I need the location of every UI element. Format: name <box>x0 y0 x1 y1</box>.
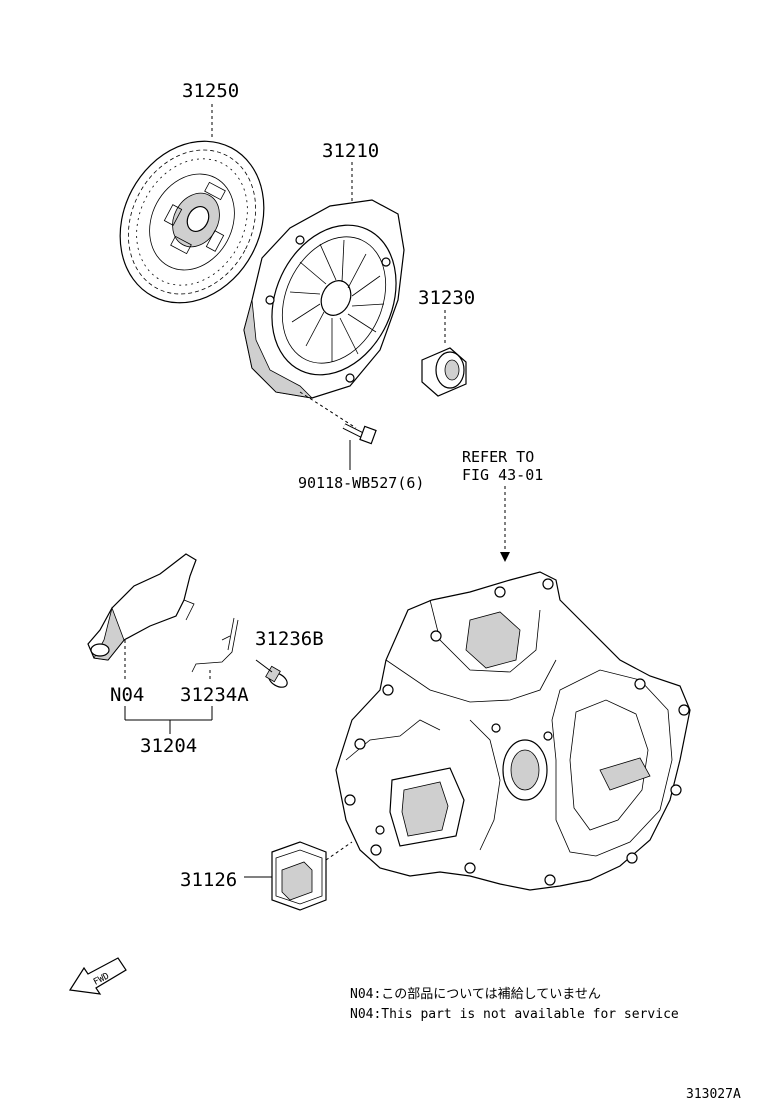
label-31234a: 31234A <box>180 684 249 706</box>
label-31230: 31230 <box>418 287 475 309</box>
refer-line2: FIG 43-01 <box>462 466 543 484</box>
note-english: N04:This part is not available for servi… <box>350 1007 679 1022</box>
clutch-disc <box>119 140 265 304</box>
label-31210: 31210 <box>322 140 379 162</box>
label-31236b: 31236B <box>255 628 324 650</box>
boot <box>244 841 353 911</box>
label-bolt: 90118-WB527(6) <box>298 474 424 492</box>
figure-id: 313027A <box>686 1087 741 1102</box>
label-n04: N04 <box>110 684 144 706</box>
clip <box>191 617 239 680</box>
note-japanese: N04:この部品については補給していません <box>350 987 601 1002</box>
release-bearing <box>421 310 467 397</box>
release-fork <box>87 553 197 680</box>
pressure-plate <box>243 199 405 399</box>
refer-arrow <box>500 486 510 562</box>
fork-assy-bracket <box>124 706 213 734</box>
pivot-bolt <box>255 659 288 688</box>
label-31204: 31204 <box>140 735 197 757</box>
label-31250: 31250 <box>182 80 239 102</box>
label-31126: 31126 <box>180 869 237 891</box>
refer-line1: REFER TO <box>462 448 534 466</box>
fwd-arrow-icon: FWD <box>68 957 127 995</box>
bolt <box>299 391 377 470</box>
transaxle-housing <box>335 571 691 891</box>
